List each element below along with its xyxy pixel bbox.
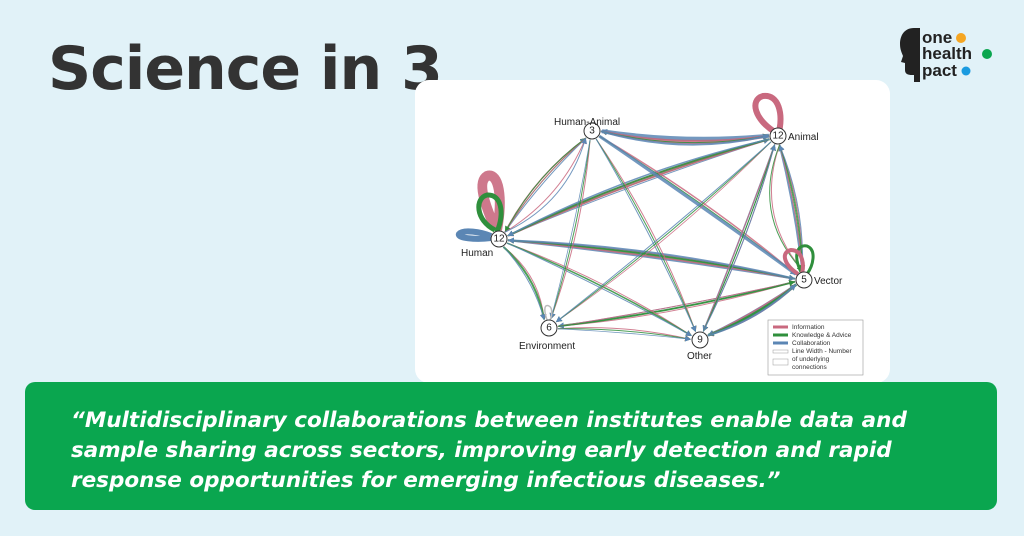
edge-collaboration-human-to-environment [503,246,546,321]
legend-width-line1: Line Width - Number [792,348,852,355]
node-environment: 6 Environment [519,319,575,352]
self-loops [456,92,815,321]
logo-blue-drop-icon [961,66,971,76]
edge-collaboration-human-to-other [506,242,692,336]
head-silhouette-icon [900,28,920,82]
edge-collaboration-human-to-human_animal [504,137,587,233]
node-vector: 5 Vector [795,271,843,289]
logo-orange-dot-icon [956,33,966,43]
edge-knowledge-human_animal-to-other [595,138,697,333]
legend-width-line3: connections [792,364,827,371]
node-other: 9 Other [687,331,713,362]
edge-information-human-to-vector [507,239,796,281]
edge-collaboration-human-to-human_animal [504,137,587,233]
node-label: Environment [519,341,575,352]
edge-collaboration-human_animal-to-environment [549,139,591,320]
node-label: Human [461,248,493,259]
edge-knowledge-animal-to-human [507,138,770,237]
edge-knowledge-human_animal-to-environment [549,139,591,320]
node-count: 5 [801,275,807,286]
node-human-animal: 3 Human-Animal [554,117,620,140]
node-label: Animal [788,132,819,143]
edge-collaboration-environment-to-other [557,328,692,342]
node-label: Human-Animal [554,117,620,128]
node-animal: 12 Animal [769,127,819,145]
quote-text: “Multidisciplinary collaborations betwee… [71,408,907,493]
node-count: 12 [493,234,505,245]
edge-information-vector-to-human [507,237,796,280]
logo-graphic: one health pact [900,28,992,82]
legend-width-line2: of underlying [792,356,830,363]
human-self-loop-collaboration [456,228,493,242]
edge-collaboration-human-to-vector [507,239,796,281]
edge-knowledge-animal-to-environment [555,141,772,323]
diagram-legend: Information Knowledge & Advice Collabora… [767,319,864,376]
legend-swatch-width-thin [772,349,789,354]
edge-knowledge-human-to-environment [502,246,547,321]
quote-box: “Multidisciplinary collaborations betwee… [25,382,997,510]
edge-collaboration-vector-to-human [507,237,796,280]
legend-collaboration: Collaboration [792,340,831,347]
edge-information-animal-to-vector [770,144,803,271]
legend-information: Information [792,324,825,331]
edge-collaboration-human_animal-to-animal [600,130,769,146]
edge-knowledge-environment-to-other [557,328,692,342]
node-count: 6 [546,323,552,334]
network-diagram-panel: 3 Human-Animal 12 Animal 12 Human 5 Vect… [415,80,890,383]
logo-line-pact: pact [922,61,957,80]
legend-swatch-width-thick [772,358,789,366]
network-edges [502,129,806,342]
node-label: Vector [814,276,843,287]
animal-self-loop-information [752,92,784,135]
edge-collaboration-animal-to-environment [555,141,772,323]
edge-collaboration-animal-to-human [507,138,770,237]
edge-knowledge-other-to-animal [702,144,776,332]
logo-green-leaf-icon [982,49,992,59]
node-human: 12 Human [461,230,508,259]
edge-knowledge-vector-to-human [507,237,796,280]
logo-line-health: health [922,44,972,63]
vector-self-loop-information [782,247,805,277]
edge-information-other-to-animal [702,144,776,332]
one-health-pact-logo: one health pact [900,26,1000,82]
edge-information-animal-to-environment [555,141,772,323]
network-diagram: 3 Human-Animal 12 Animal 12 Human 5 Vect… [456,92,864,376]
vector-self-loop-knowledge [795,244,815,275]
network-nodes: 3 Human-Animal 12 Animal 12 Human 5 Vect… [461,117,843,362]
edge-knowledge-animal-to-vector [769,144,803,271]
edge-information-human_animal-to-human [505,137,587,233]
edge-information-human_animal-to-animal [600,130,769,142]
edge-information-human_animal-to-other [595,138,697,333]
node-label: Other [687,351,713,362]
edge-collaboration-human_animal-to-other [595,138,697,333]
legend-knowledge: Knowledge & Advice [792,332,852,339]
edge-information-human_animal-to-environment [550,139,591,320]
edge-information-human-to-human_animal [504,137,587,233]
logo-line-one: one [922,28,952,47]
node-count: 3 [589,126,595,137]
edge-collaboration-other-to-animal [702,144,777,332]
headline: Science in 3 [48,34,443,104]
node-count: 9 [697,335,703,346]
environment-self-loop [544,304,553,321]
edge-information-human_animal-to-vector [598,135,797,275]
human-self-loop-knowledge [476,192,504,233]
edge-knowledge-human_animal-to-human [505,137,587,233]
node-count: 12 [772,131,784,142]
edge-knowledge-human-to-vector [507,239,796,281]
edge-information-environment-to-other [557,327,692,341]
edge-information-environment-to-vector [557,280,796,327]
edge-information-animal-to-human [507,138,770,237]
edge-knowledge-environment-to-vector [557,280,796,327]
edge-collaboration-other-to-vector [707,284,797,337]
edge-information-human-to-other [506,242,692,337]
